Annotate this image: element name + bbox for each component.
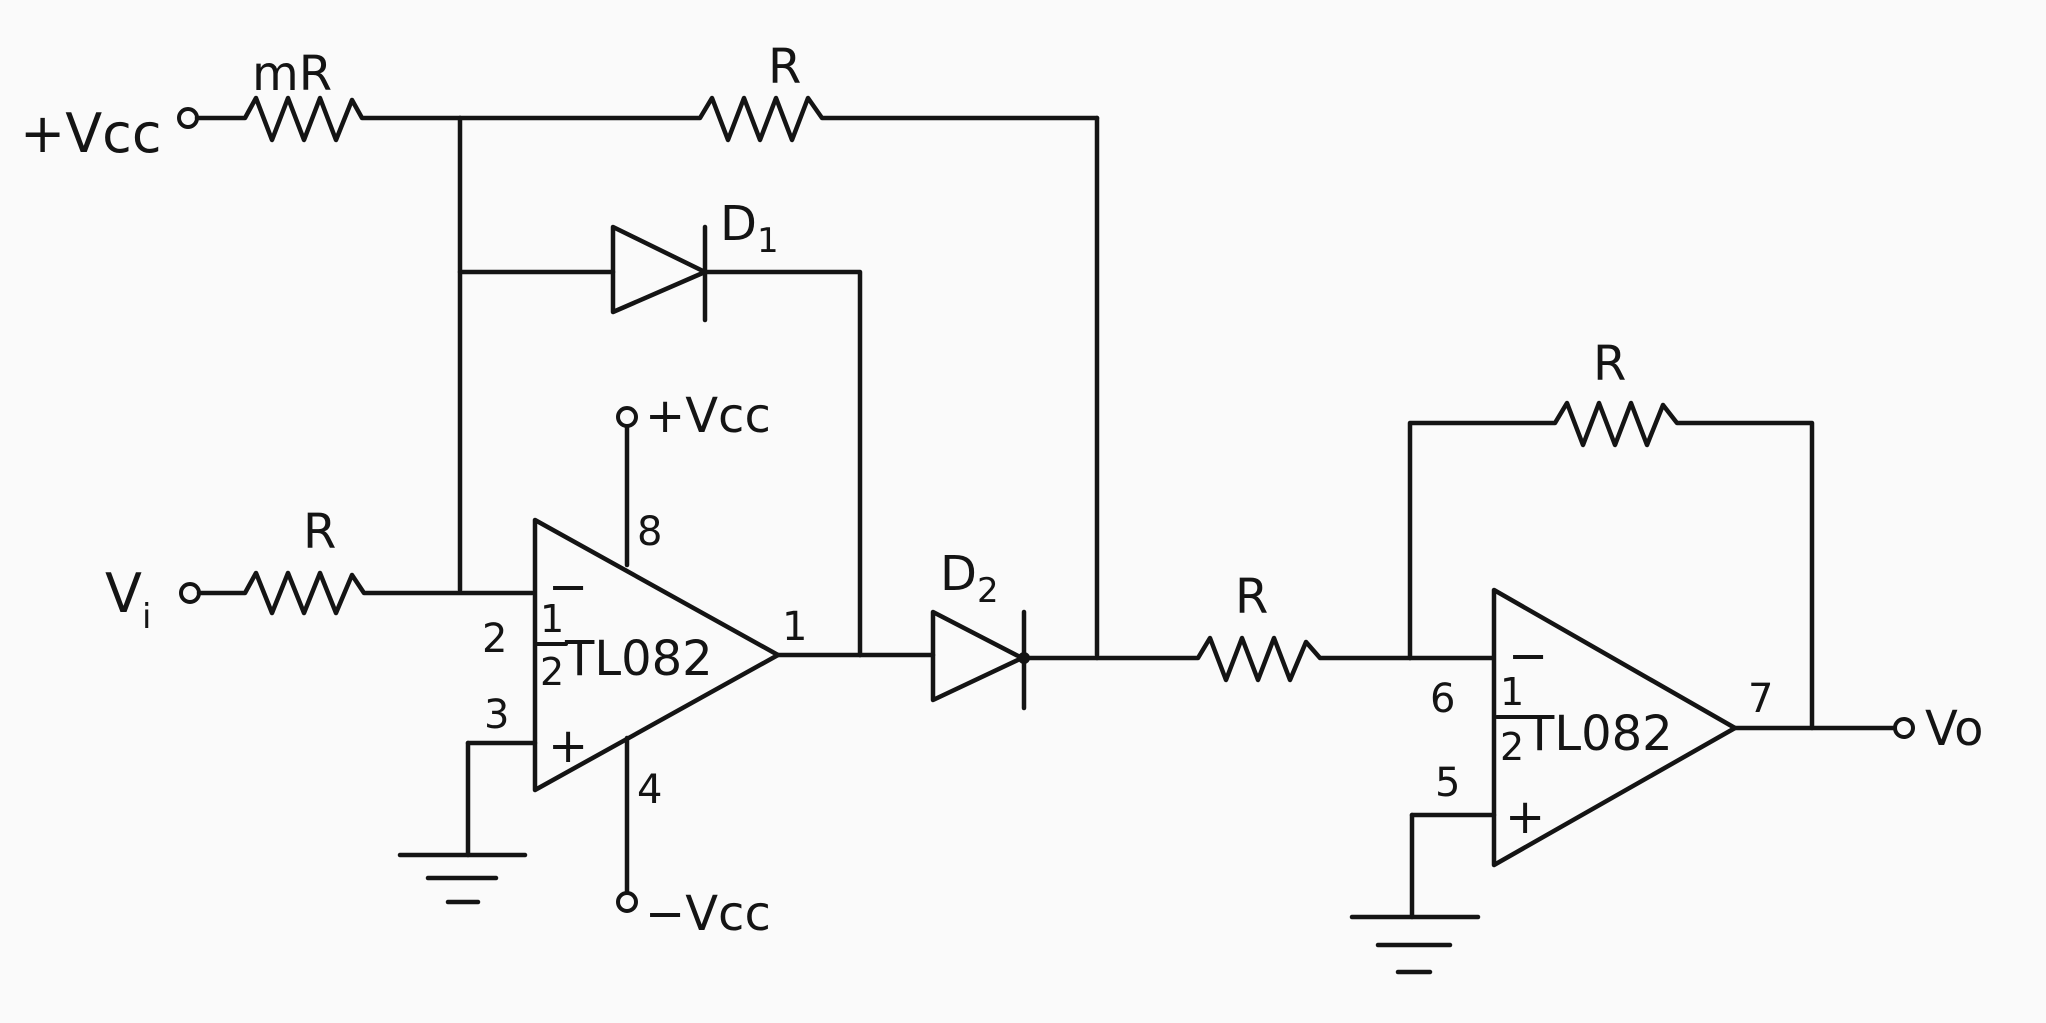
vi-label: Vi xyxy=(105,562,151,637)
opamp2-frac-den: 2 xyxy=(1500,725,1524,769)
R-input-label: R xyxy=(303,504,336,560)
D1-label: D1 xyxy=(720,196,779,261)
opamp-1 xyxy=(465,423,863,896)
opamp-2 xyxy=(1407,587,1898,920)
opamp2-pin-out: 7 xyxy=(1748,676,1773,722)
resistor-mR xyxy=(194,95,463,143)
resistor-R-mid xyxy=(1094,635,1413,683)
vcc-left-label: +Vcc xyxy=(20,102,162,165)
vo-label: Vo xyxy=(1925,701,1983,757)
opamp1-pin-vpos: 8 xyxy=(637,509,662,555)
opamp1-pin-out: 1 xyxy=(782,604,807,650)
resistor-R-feedback xyxy=(1407,400,1815,731)
ground-1 xyxy=(397,852,528,905)
R-feedback-label: R xyxy=(1593,336,1626,392)
R-mid-label: R xyxy=(1235,569,1268,625)
vcc-op1-terminal xyxy=(616,406,638,428)
opamp1-plus: + xyxy=(548,718,588,774)
opamp1-part: TL082 xyxy=(564,631,713,687)
opamp2-pin-noninv: 5 xyxy=(1435,760,1460,806)
opamp1-minus: − xyxy=(548,559,588,615)
vneg-label: −Vcc xyxy=(645,886,771,942)
mR-label: mR xyxy=(252,46,332,102)
opamp1-pin-vneg: 4 xyxy=(637,767,662,813)
opamp1-pin-noninv: 3 xyxy=(484,692,509,738)
opamp2-minus: − xyxy=(1508,628,1548,684)
opamp1-pin-inv: 2 xyxy=(482,616,507,662)
R-top-label: R xyxy=(768,39,801,95)
opamp1-frac-num: 1 xyxy=(540,597,564,641)
vneg-terminal xyxy=(616,891,638,913)
resistor-R-top xyxy=(457,95,1100,143)
opamp1-frac-den: 2 xyxy=(540,650,564,694)
vo-terminal xyxy=(1893,717,1915,739)
vcc-op1-label: +Vcc xyxy=(645,388,771,444)
diode-D1 xyxy=(457,224,863,658)
vi-terminal xyxy=(179,582,201,604)
D2-label: D2 xyxy=(940,546,999,611)
opamp2-pin-inv: 6 xyxy=(1430,676,1455,722)
opamp2-plus: + xyxy=(1505,789,1545,845)
resistor-R-input xyxy=(196,570,535,616)
ground-2 xyxy=(1349,914,1481,975)
opamp2-part: TL082 xyxy=(1524,706,1673,762)
diode-D2 xyxy=(857,609,1100,711)
vcc-left-terminal xyxy=(177,107,199,129)
opamp2-frac-num: 1 xyxy=(1500,670,1524,714)
